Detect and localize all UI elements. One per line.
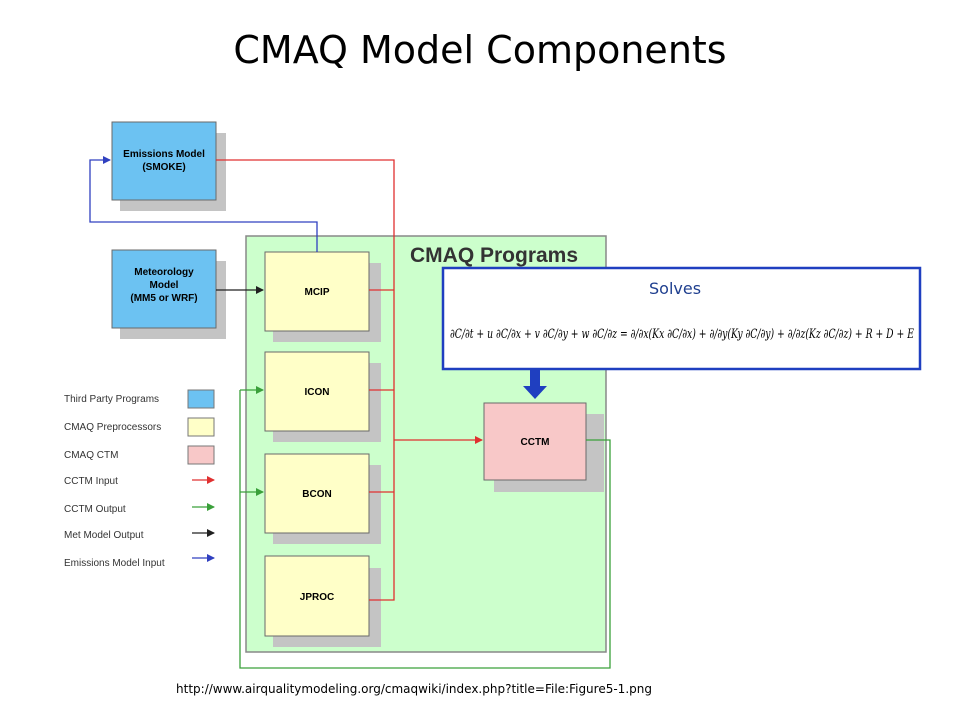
node-icon: ICON	[264, 351, 370, 432]
node-bcon: BCON	[264, 453, 370, 534]
slide-title: CMAQ Model Components	[233, 28, 727, 72]
jproc-label: JPROC	[300, 592, 334, 603]
legend-swatch-ctm	[187, 445, 215, 465]
programs-title: CMAQ Programs	[410, 244, 578, 267]
governing-equation: ∂C/∂t + u ∂C/∂x + v ∂C/∂y + w ∂C/∂z = ∂/…	[450, 327, 914, 342]
source-url: http://www.airqualitymodeling.org/cmaqwi…	[176, 682, 652, 696]
emissions-label-line1: Emissions Model	[123, 149, 205, 160]
legend-label-met-output: Met Model Output	[64, 530, 144, 541]
cctm-label: CCTM	[521, 437, 550, 448]
legend-label-preprocessors: CMAQ Preprocessors	[64, 422, 161, 433]
node-cctm: CCTM	[483, 402, 587, 481]
meteorology-label-line3: (MM5 or WRF)	[130, 293, 197, 304]
meteorology-label-line1: Meteorology	[134, 267, 194, 278]
node-jproc: JPROC	[264, 555, 370, 637]
node-emissions-model: Emissions Model (SMOKE)	[111, 121, 217, 201]
icon-label: ICON	[305, 387, 330, 398]
meteorology-label-line2: Model	[150, 280, 179, 291]
legend-swatch-preprocessors	[187, 417, 215, 437]
legend: Third Party Programs CMAQ Preprocessors …	[64, 389, 215, 569]
emissions-label-line2: (SMOKE)	[142, 162, 185, 173]
node-mcip: MCIP	[264, 251, 370, 332]
legend-label-third-party: Third Party Programs	[64, 394, 159, 405]
cctm-input-lines	[216, 159, 483, 601]
legend-label-ctm: CMAQ CTM	[64, 450, 118, 461]
legend-label-emissions-input: Emissions Model Input	[64, 558, 165, 569]
solves-label: Solves	[649, 279, 701, 298]
legend-label-cctm-input: CCTM Input	[64, 476, 118, 487]
legend-swatch-third-party	[187, 389, 215, 409]
legend-label-cctm-output: CCTM Output	[64, 504, 126, 515]
bcon-label: BCON	[302, 489, 331, 500]
solves-callout: Solves ∂C/∂t + u ∂C/∂x + v ∂C/∂y + w ∂C/…	[441, 266, 922, 371]
emissions-input-arrow	[89, 156, 318, 252]
mcip-label: MCIP	[305, 287, 330, 298]
cctm-output-lines	[239, 386, 611, 669]
node-meteorology-model: Meteorology Model (MM5 or WRF)	[111, 249, 217, 329]
solves-down-arrow	[523, 369, 547, 399]
